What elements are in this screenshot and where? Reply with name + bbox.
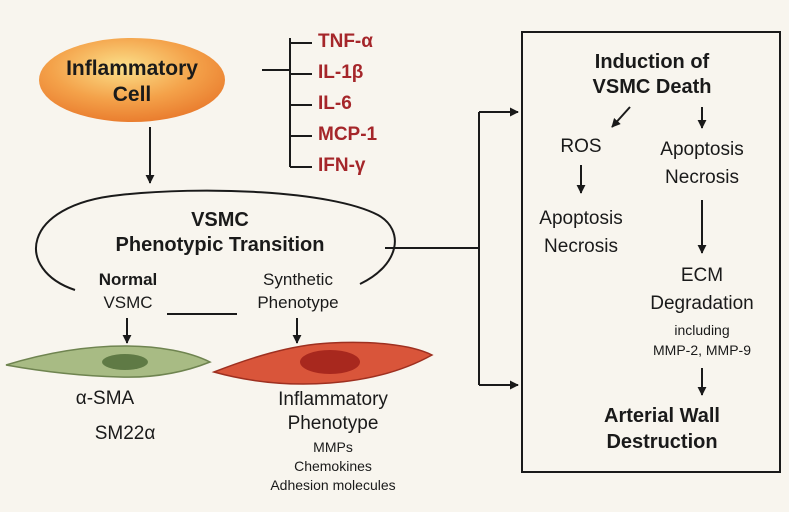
left-outcome: Apoptosis Necrosis	[527, 205, 635, 261]
left-necrosis: Necrosis	[544, 236, 618, 257]
death-box-title: Induction of VSMC Death	[552, 50, 752, 100]
ecm-detail: including MMP-2, MMP-9	[632, 320, 772, 360]
item-chemokines: Chemokines	[294, 458, 372, 474]
cytokine-bracket	[262, 38, 312, 168]
death-title-line2: VSMC Death	[592, 76, 712, 98]
right-necrosis: Necrosis	[665, 167, 739, 188]
marker-alpha-sma: α-SMA	[75, 388, 135, 409]
transition-title: VSMC Phenotypic Transition	[100, 208, 340, 258]
normal-label-line2: VSMC	[103, 293, 153, 312]
inflammatory-cell-line2: Cell	[112, 83, 152, 106]
inflammatory-cell-shape	[39, 38, 225, 122]
vsmc-death-box	[521, 31, 781, 473]
arrow-to-ros	[611, 106, 631, 128]
cytokine-mcp-1: MCP-1	[318, 124, 378, 145]
arterial-wall-destruction: Arterial Wall Destruction	[562, 403, 762, 455]
cytokine-tnf-alpha: TNF-α	[318, 31, 373, 52]
inflammatory-phenotype-line2: Phenotype	[287, 413, 379, 434]
item-mmps: MMPs	[313, 439, 353, 455]
inflammatory-phenotype-label: Inflammatory Phenotype	[248, 388, 418, 436]
inflammatory-cell-line1: Inflammatory	[66, 57, 198, 80]
cytokine-il-6: IL-6	[318, 93, 352, 114]
transition-title-line1: VSMC	[191, 209, 249, 231]
synthetic-cell-nucleus	[300, 350, 360, 374]
normal-vsmc-label: Normal VSMC	[78, 268, 178, 314]
cytokine-ifn-gamma: IFN-γ	[318, 155, 366, 176]
normal-label-line1: Normal	[98, 270, 158, 289]
connector-to-death-box	[385, 112, 480, 385]
ros-label: ROS	[560, 136, 602, 157]
final-line1: Arterial Wall	[604, 405, 720, 427]
final-line2: Destruction	[606, 431, 718, 453]
normal-vsmc-nucleus	[102, 354, 148, 370]
synthetic-phenotype-label: Synthetic Phenotype	[238, 268, 358, 314]
inflammatory-phenotype-items: MMPs Chemokines Adhesion molecules	[233, 438, 433, 495]
synthetic-label-line1: Synthetic	[263, 270, 333, 289]
marker-sm22-alpha: SM22α	[94, 423, 156, 444]
right-apoptosis: Apoptosis	[660, 139, 744, 160]
transition-title-line2: Phenotypic Transition	[115, 234, 325, 256]
left-apoptosis: Apoptosis	[539, 208, 623, 229]
ecm-including: including	[674, 322, 730, 338]
transition-loop	[35, 189, 396, 291]
ecm-line2: Degradation	[650, 293, 754, 314]
item-adhesion-molecules: Adhesion molecules	[270, 477, 396, 493]
ecm-line1: ECM	[680, 265, 724, 286]
cytokine-il-1-beta: IL-1β	[318, 62, 364, 83]
inflammatory-phenotype-line1: Inflammatory	[278, 389, 388, 410]
death-title-line1: Induction of	[594, 51, 710, 73]
synthetic-label-line2: Phenotype	[257, 293, 339, 312]
inflammatory-cell-label: Inflammatory Cell	[62, 56, 202, 108]
ecm-degradation: ECM Degradation	[632, 262, 772, 318]
ecm-mmps: MMP-2, MMP-9	[653, 342, 751, 358]
right-outcome: Apoptosis Necrosis	[642, 136, 762, 192]
